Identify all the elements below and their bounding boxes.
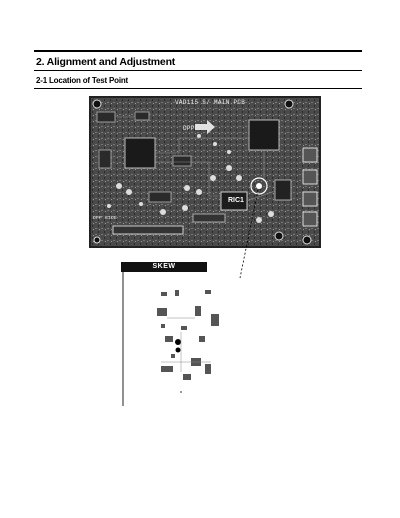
- skew-detail-photo: SKEW: [121, 262, 239, 406]
- main-pcb-photo: VAD115 S/ MAIN PCB DPP RIC1 DPP SIDE: [89, 96, 321, 248]
- heading-bottom-rule: [34, 88, 362, 90]
- skew-label: SKEW: [121, 262, 207, 272]
- section-subtitle: 2-1 Location of Test Point: [36, 76, 128, 85]
- heading-top-rule: [34, 50, 362, 52]
- skew-detail-image: [122, 272, 219, 406]
- ric1-label: RIC1: [228, 197, 244, 204]
- dpp-side-label: DPP SIDE: [93, 216, 118, 221]
- heading-middle-rule: [34, 70, 362, 71]
- section-title: 2. Alignment and Adjustment: [36, 56, 176, 68]
- board-label: VAD115 S/ MAIN PCB: [175, 99, 246, 106]
- dpp-label: DPP: [183, 125, 195, 132]
